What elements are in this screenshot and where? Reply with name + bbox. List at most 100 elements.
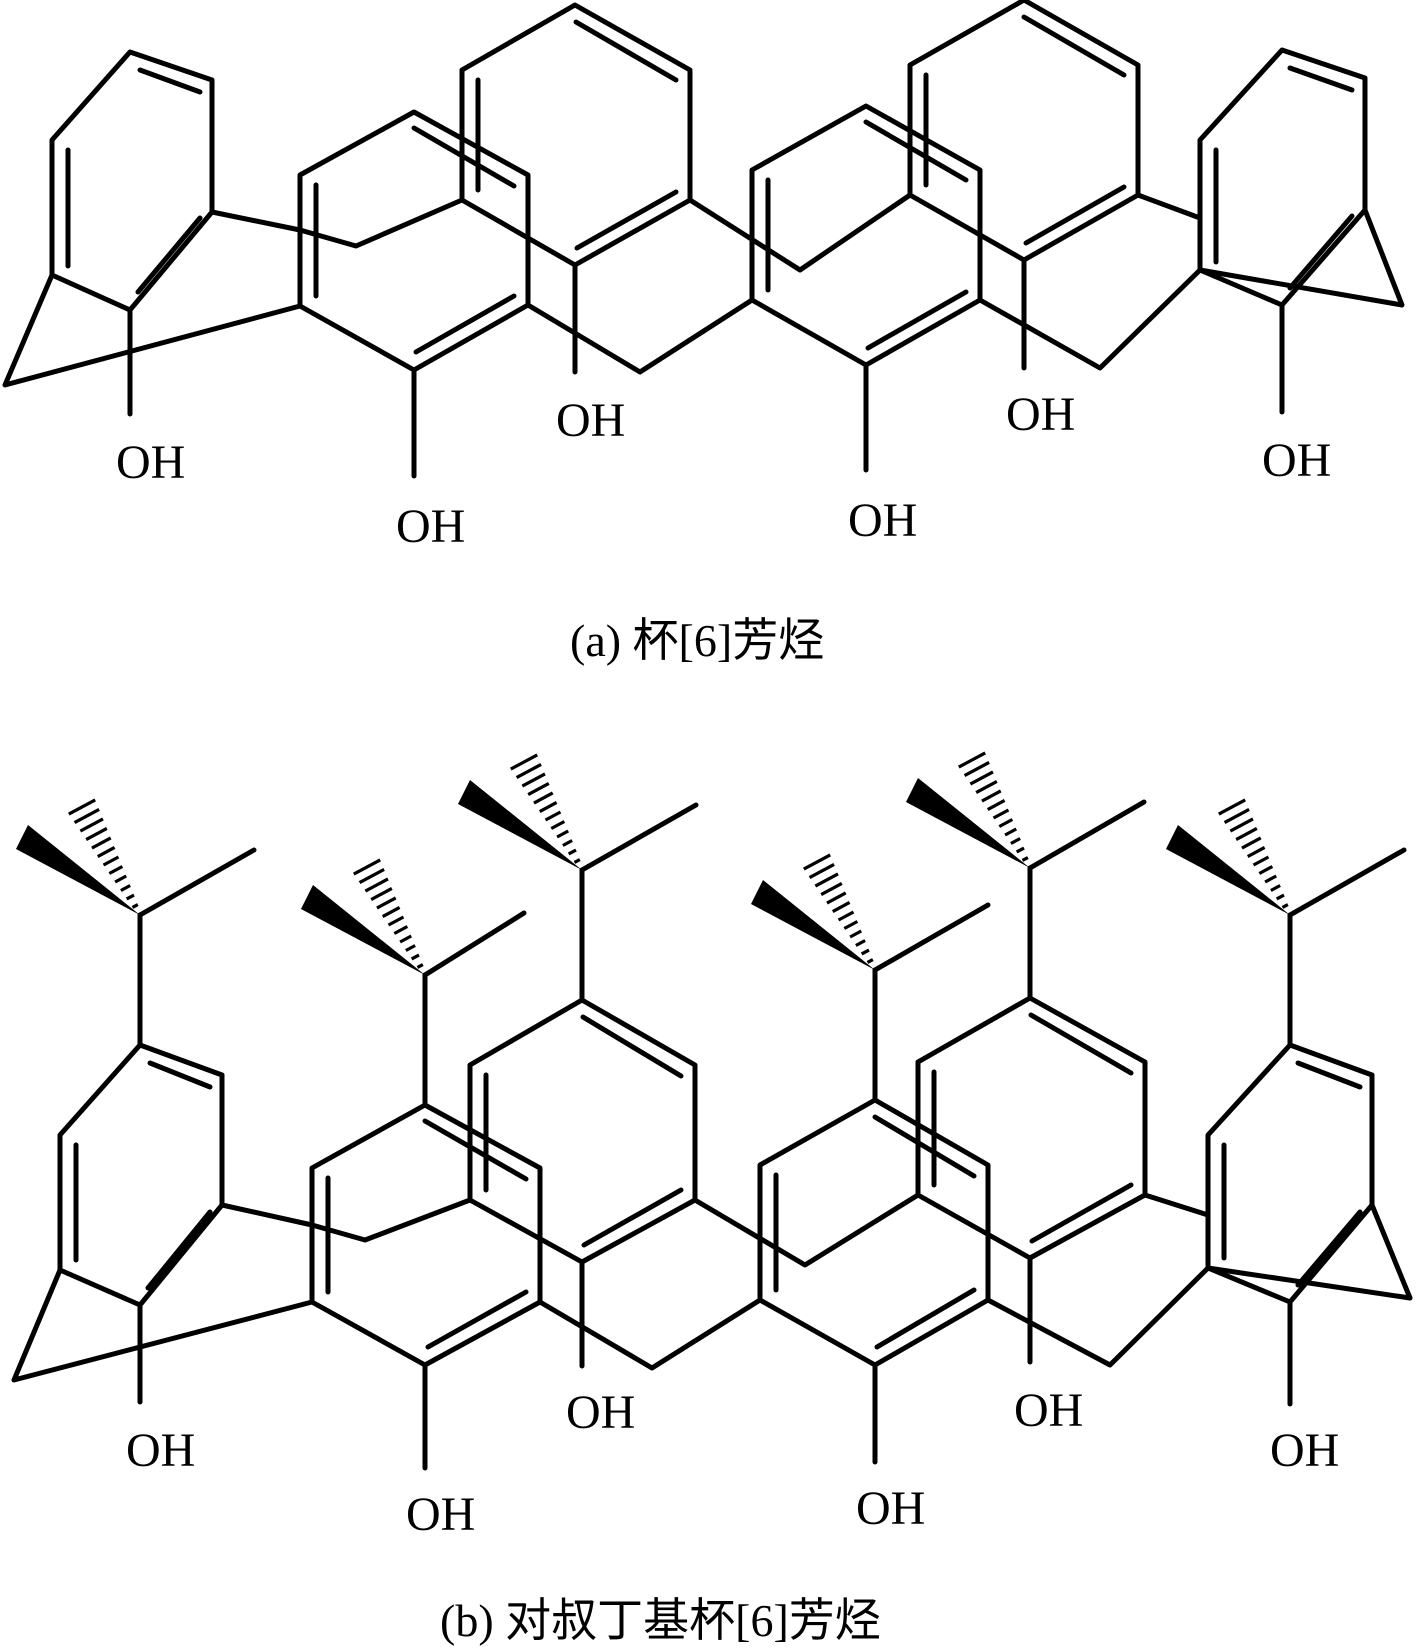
ring-b3-double-3 (581, 1187, 684, 1248)
tbu-hash-segment (1270, 884, 1281, 892)
oh-label-a5: OH (1006, 388, 1075, 441)
ring-b6-double-2 (1295, 1209, 1363, 1288)
tbu-stereo-b5 (906, 751, 1030, 868)
tbu-stereo-b4 (751, 853, 875, 970)
tbu-hash-segment (981, 789, 1002, 803)
tbu-hash-segment (820, 882, 843, 896)
tbu-hash-segment (114, 874, 128, 884)
ring-b2-double-3 (425, 1289, 529, 1350)
tbu-hash-segment (527, 782, 550, 796)
oh-label-b2: OH (406, 1488, 475, 1541)
tbu-hash-segment (393, 925, 409, 935)
tbu-hash-segment (533, 791, 554, 805)
tbu-hash-segment (808, 863, 835, 879)
tbu-hash-segment (556, 829, 570, 839)
panel-b-bonds (11, 799, 1413, 1471)
tbu-hash-segment (381, 906, 401, 918)
tbu-hash-segment (131, 903, 139, 909)
tbu-hash-segment (826, 891, 847, 905)
panel-a-bonds (2, 0, 1405, 479)
ring-a1-double-1 (137, 67, 203, 95)
ring-a4-double-3 (865, 289, 969, 351)
tbu-hash-segment (410, 953, 420, 961)
caption-a: (a) 杯[6]芳烃 (570, 615, 824, 666)
tbu-hash-segment (1015, 846, 1025, 854)
tbu-methyl-b4 (872, 902, 991, 973)
tbu-hash-segment (364, 877, 389, 893)
tbu-hash-segment (803, 853, 831, 871)
tbu-hash-segment (73, 808, 100, 824)
ring-b2-double-2 (422, 1118, 529, 1182)
tbu-hash-segment (866, 958, 874, 964)
ring-a1 (49, 49, 215, 313)
oh-label-b3: OH (566, 1386, 635, 1439)
tbu-hash-segment (515, 763, 542, 779)
tbu-methyl-b2 (422, 910, 527, 978)
tbu-hash-segment (91, 836, 112, 850)
oh-label-a6: OH (1262, 434, 1331, 487)
tbu-hash-segment (831, 901, 851, 913)
ring-a1-double-2 (135, 215, 203, 295)
tbu-hash-segment (96, 846, 116, 858)
tbu-hash-segment (958, 751, 986, 769)
tbu-hash-segment (1218, 798, 1246, 816)
bridge-b-right (1205, 1202, 1413, 1301)
ring-b5 (915, 995, 1148, 1261)
tbu-methyl-b1 (137, 847, 257, 918)
tbu-hash-segment (1229, 817, 1254, 833)
ring-a6-double-2 (1287, 213, 1355, 291)
tbu-hash-segment (1241, 836, 1262, 850)
oh-label-a1: OH (116, 436, 185, 489)
tbu-methyl-b3 (579, 802, 699, 873)
tbu-hash-segment (79, 817, 104, 833)
oh-label-a2: OH (396, 500, 465, 553)
tbu-hash-segment (1252, 855, 1270, 867)
tbu-hash-segment (102, 855, 120, 867)
tbu-hash-segment (1010, 837, 1021, 845)
tbu-hash-segment (510, 753, 538, 771)
tbu-hash-segment (1021, 856, 1029, 862)
bridge-b-1 (219, 1202, 315, 1228)
ring-a3-double-2 (573, 19, 679, 83)
ring-a3 (459, 2, 693, 268)
bridge-b-3 (537, 1297, 763, 1371)
ring-a4 (749, 103, 983, 368)
ring-b5-double-2 (1028, 1012, 1134, 1076)
bridge-a-2 (297, 197, 465, 249)
tbu-hash-segment (538, 801, 558, 813)
ring-a6-double-1 (1287, 65, 1355, 93)
tbu-hash-segment (1246, 846, 1266, 858)
tbu-hash-segment (562, 839, 573, 847)
bridge-a-1 (209, 209, 303, 233)
tbu-hash-segment (521, 772, 546, 788)
oh-label-b1: OH (126, 1424, 195, 1477)
oh-label-b5: OH (1014, 1384, 1083, 1437)
tbu-wedge-bond (16, 825, 140, 915)
bridge-a-5 (977, 267, 1203, 371)
oh-label-a4: OH (848, 494, 917, 547)
ring-a5-double-3 (1023, 184, 1127, 246)
caption-b: (b) 对叔丁基杯[6]芳烃 (440, 1595, 881, 1646)
ring-a5-double-2 (1021, 14, 1127, 78)
bridge-a-4 (687, 192, 913, 273)
tbu-hash-segment (1264, 874, 1278, 884)
tbu-hash-segment (1235, 827, 1258, 841)
tbu-hash-segment (975, 780, 998, 794)
tbu-hash-segment (376, 896, 397, 910)
ring-a2-double-3 (413, 293, 517, 355)
tbu-hash-segment (855, 939, 866, 947)
tbu-hash-segment (120, 884, 131, 892)
tbu-hash-segment (387, 915, 405, 927)
tbu-hash-segment (1281, 903, 1289, 909)
tbu-hash-segment (416, 963, 424, 969)
tbu-methyl-b6 (1287, 847, 1407, 918)
ring-b1-double-2 (145, 1209, 213, 1291)
bridge-b-5 (985, 1265, 1211, 1368)
tbu-hash-segment (108, 865, 124, 875)
tbu-hash-segment (405, 944, 416, 952)
tbu-hash-segment (992, 808, 1010, 820)
tbu-hash-segment (1223, 808, 1250, 824)
tbu-stereo-b3 (458, 753, 582, 870)
tbu-wedge-bond (751, 880, 875, 970)
